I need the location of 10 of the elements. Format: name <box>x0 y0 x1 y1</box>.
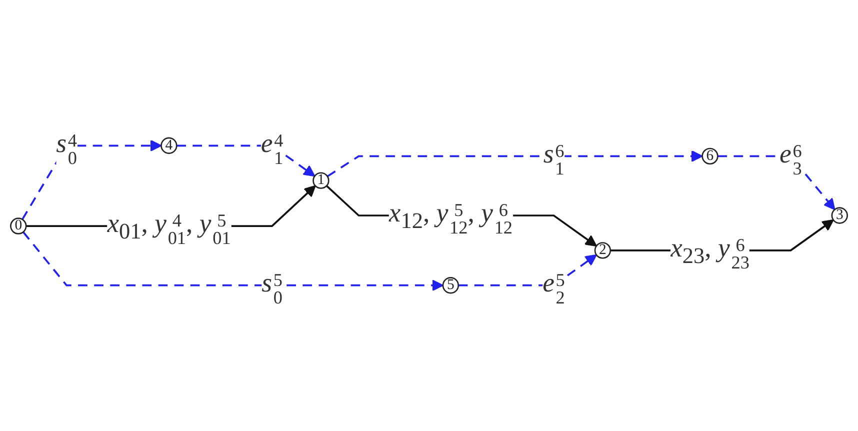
node-circle: 0 <box>10 218 27 234</box>
node-circle: 4 <box>160 137 178 154</box>
node-circle: 2 <box>594 242 612 259</box>
node-circle: 6 <box>702 148 718 165</box>
arrow <box>22 231 444 292</box>
node-circle: 1 <box>312 172 330 189</box>
node-circle: 5 <box>442 277 459 294</box>
arrow <box>326 185 597 246</box>
node-circle: 3 <box>831 207 848 224</box>
arrow <box>326 150 703 178</box>
